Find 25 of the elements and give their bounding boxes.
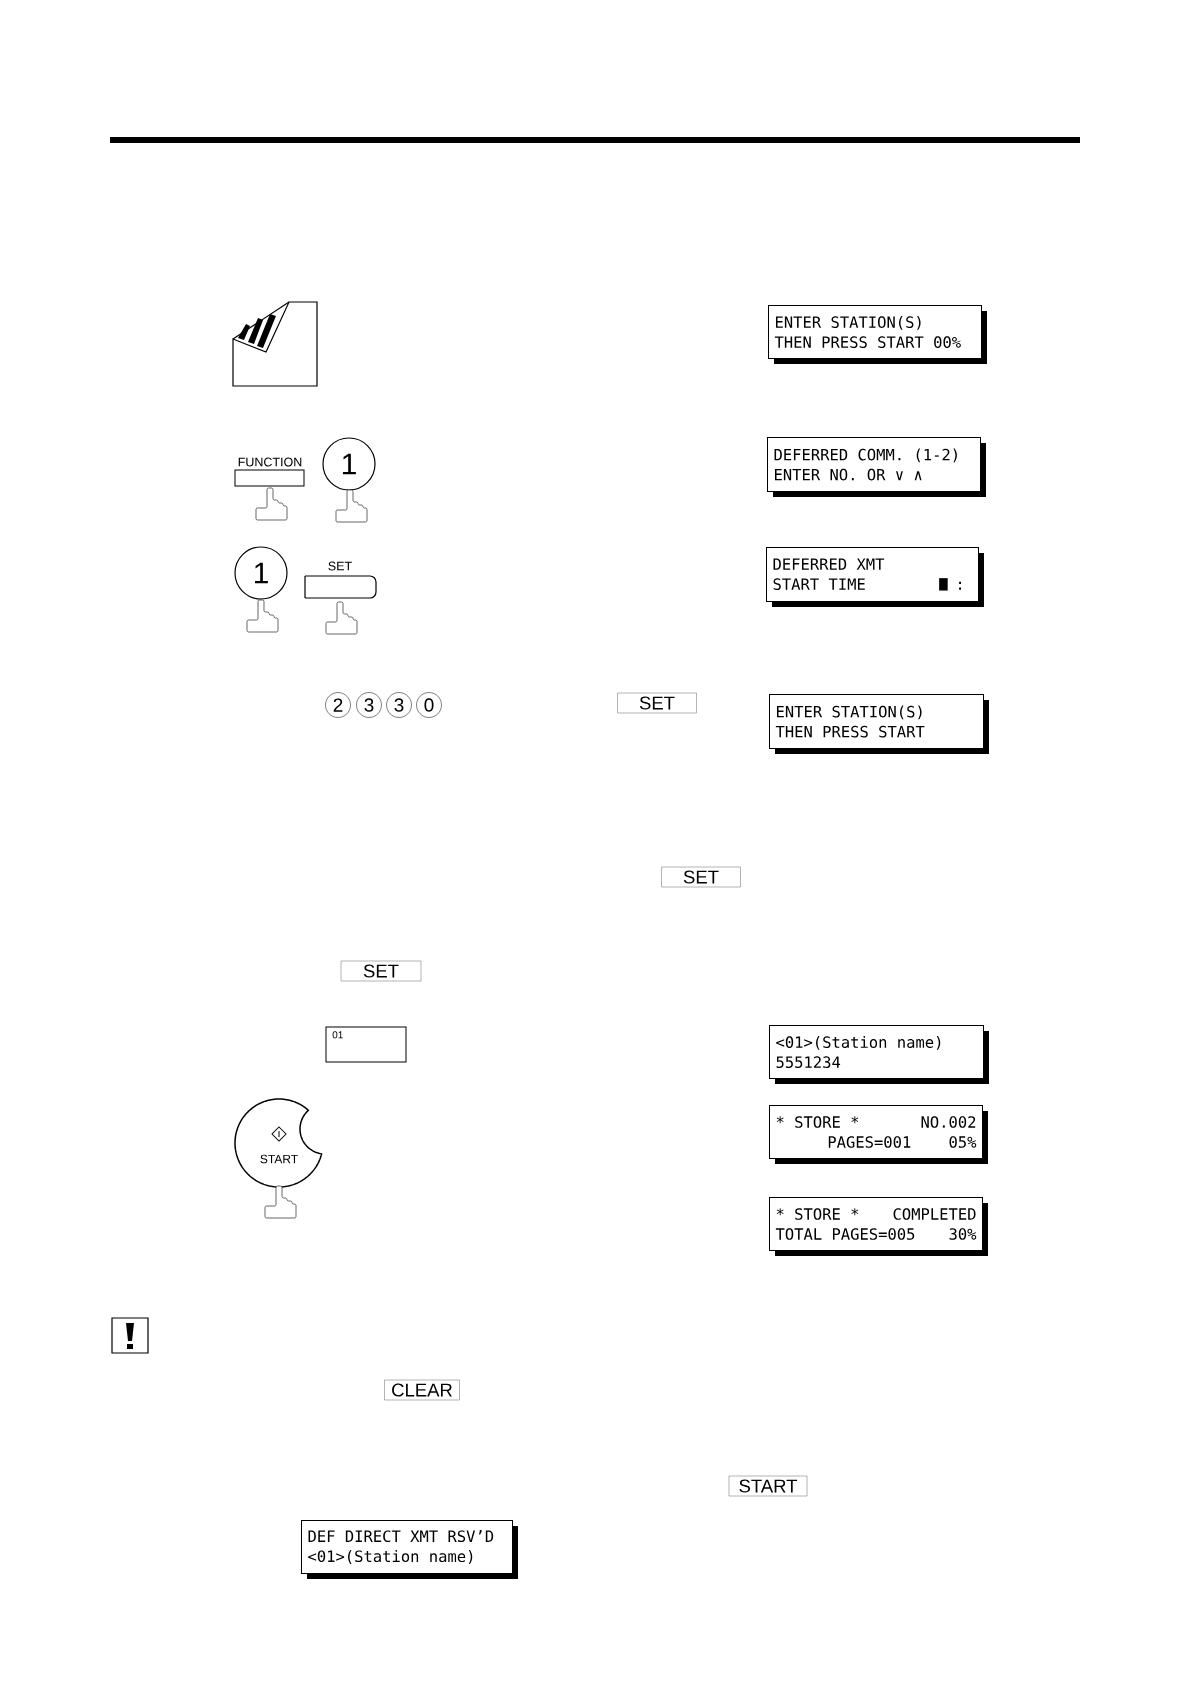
lcd-display: DEFERRED COMM. (1-2) ENTER NO. OR ∨ ∧ [767, 437, 986, 497]
set-key: SET [304, 561, 377, 599]
lcd-display: ENTER STATION(S) THEN PRESS START 00% [768, 305, 987, 364]
lcd-display: * STORE * COMPLETED TOTAL PAGES=005 30% [769, 1197, 988, 1256]
number-key: 2 [325, 692, 351, 718]
number-key: 3 [356, 692, 382, 718]
number-key: 0 [416, 692, 442, 718]
lcd-display: <01>(Station name) 5551234 [769, 1025, 989, 1084]
key-label: START [728, 1475, 808, 1497]
key-label: CLEAR [384, 1379, 460, 1401]
key-label: SET [617, 692, 697, 714]
number-key: 1 [234, 546, 288, 600]
number-key: 3 [386, 692, 412, 718]
lcd-display: DEF DIRECT XMT RSV’D <01>(Station name) [301, 1520, 518, 1579]
node-label: FUNCTION [238, 457, 302, 467]
lcd-display: * STORE * NO.002 PAGES=001 05% [769, 1105, 988, 1164]
key-label: SET [340, 960, 422, 982]
key-label: SET [661, 866, 741, 888]
number-key: 1 [322, 437, 376, 491]
node-label: SET [328, 561, 352, 571]
function-key: FUNCTION [234, 457, 305, 487]
display-field: 01 [325, 1026, 407, 1063]
lcd-display: ENTER STATION(S) THEN PRESS START [769, 694, 989, 754]
start-button: START [234, 1098, 323, 1188]
lcd-display: DEFERRED XMT START TIME : [766, 547, 984, 607]
